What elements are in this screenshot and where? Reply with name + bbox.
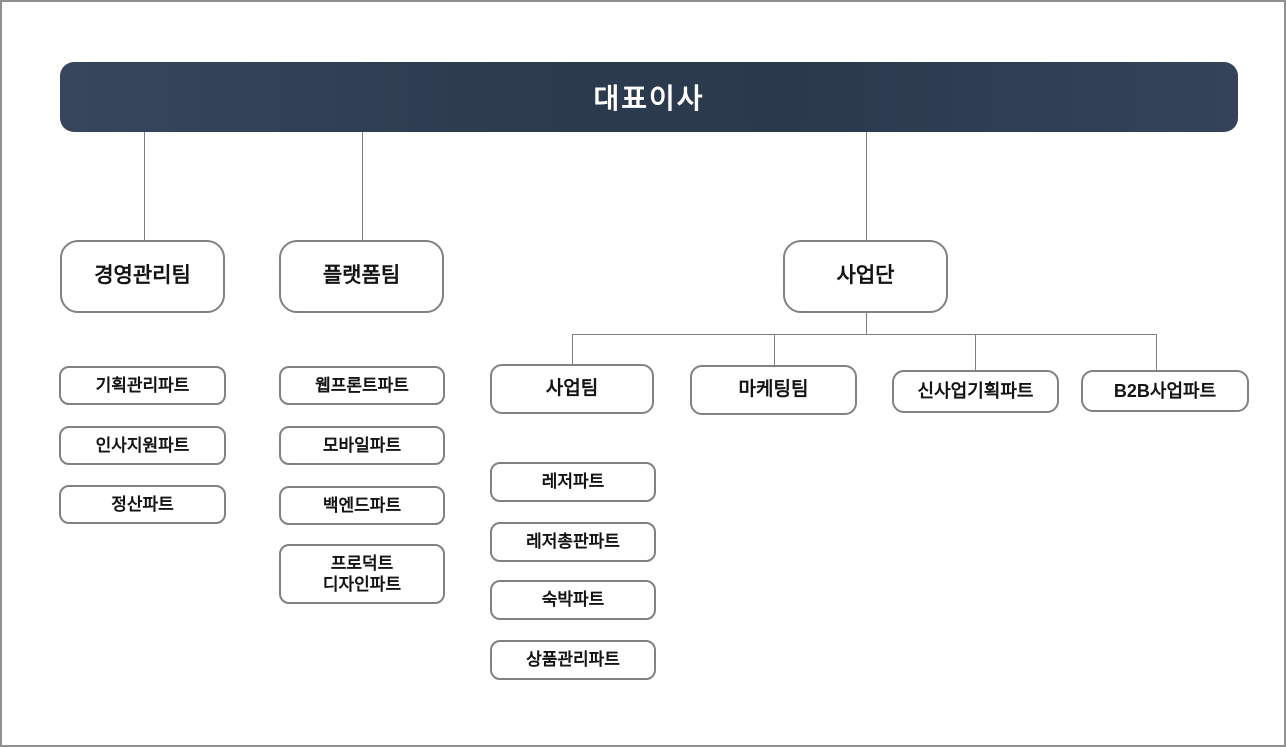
team-box-new-business-planning: 신사업기획파트 — [892, 370, 1059, 413]
ceo-banner: 대표이사 — [60, 62, 1238, 132]
team-box-b2b-business: B2B사업파트 — [1081, 370, 1249, 412]
part-label: 정산파트 — [111, 494, 174, 514]
connector-line — [144, 132, 145, 240]
part-label: 인사지원파트 — [95, 435, 190, 455]
part-box-leisure: 레저파트 — [490, 462, 656, 502]
team-box-business-team: 사업팀 — [490, 364, 654, 414]
team-box-marketing-team: 마케팅팀 — [690, 365, 857, 415]
team-label: 신사업기획파트 — [917, 381, 1034, 402]
part-label: 웹프론트파트 — [315, 375, 409, 395]
team-label: 플랫폼팀 — [322, 264, 401, 288]
part-box-accommodation: 숙박파트 — [490, 580, 656, 620]
part-label: 레저파트 — [541, 472, 605, 492]
connector-line — [572, 334, 573, 364]
part-label: 레저총판파트 — [526, 532, 620, 552]
part-label: 상품관리파트 — [526, 650, 620, 670]
part-label: 백엔드파트 — [322, 495, 402, 515]
part-box-leisure-distribution: 레저총판파트 — [490, 522, 656, 562]
connector-line — [774, 334, 775, 365]
connector-line — [572, 334, 1157, 335]
team-label: 사업팀 — [545, 378, 599, 400]
connector-line — [362, 132, 363, 240]
team-label: 마케팅팀 — [738, 379, 809, 401]
part-box-hr-support: 인사지원파트 — [59, 426, 226, 465]
part-label: 기획관리파트 — [95, 375, 190, 395]
team-label: 사업단 — [836, 264, 895, 288]
connector-line — [866, 313, 867, 334]
team-label: 경영관리팀 — [94, 264, 191, 288]
part-label: 숙박파트 — [541, 590, 605, 610]
ceo-label: 대표이사 — [593, 83, 705, 114]
part-box-product-management: 상품관리파트 — [490, 640, 656, 680]
team-box-platform: 플랫폼팀 — [279, 240, 444, 313]
part-label: 모바일파트 — [322, 435, 402, 455]
team-label: B2B사업파트 — [1113, 380, 1217, 401]
team-box-management: 경영관리팀 — [60, 240, 225, 313]
part-box-product-design: 프로덕트 디자인파트 — [279, 544, 445, 604]
part-label: 프로덕트 디자인파트 — [322, 553, 402, 594]
part-box-planning-management: 기획관리파트 — [59, 366, 226, 405]
part-box-settlement: 정산파트 — [59, 485, 226, 524]
connector-line — [975, 334, 976, 370]
part-box-mobile: 모바일파트 — [279, 426, 445, 465]
team-box-business-division: 사업단 — [783, 240, 948, 313]
connector-line — [866, 132, 867, 240]
connector-line — [1156, 334, 1157, 370]
part-box-backend: 백엔드파트 — [279, 486, 445, 525]
part-box-web-front: 웹프론트파트 — [279, 366, 445, 405]
